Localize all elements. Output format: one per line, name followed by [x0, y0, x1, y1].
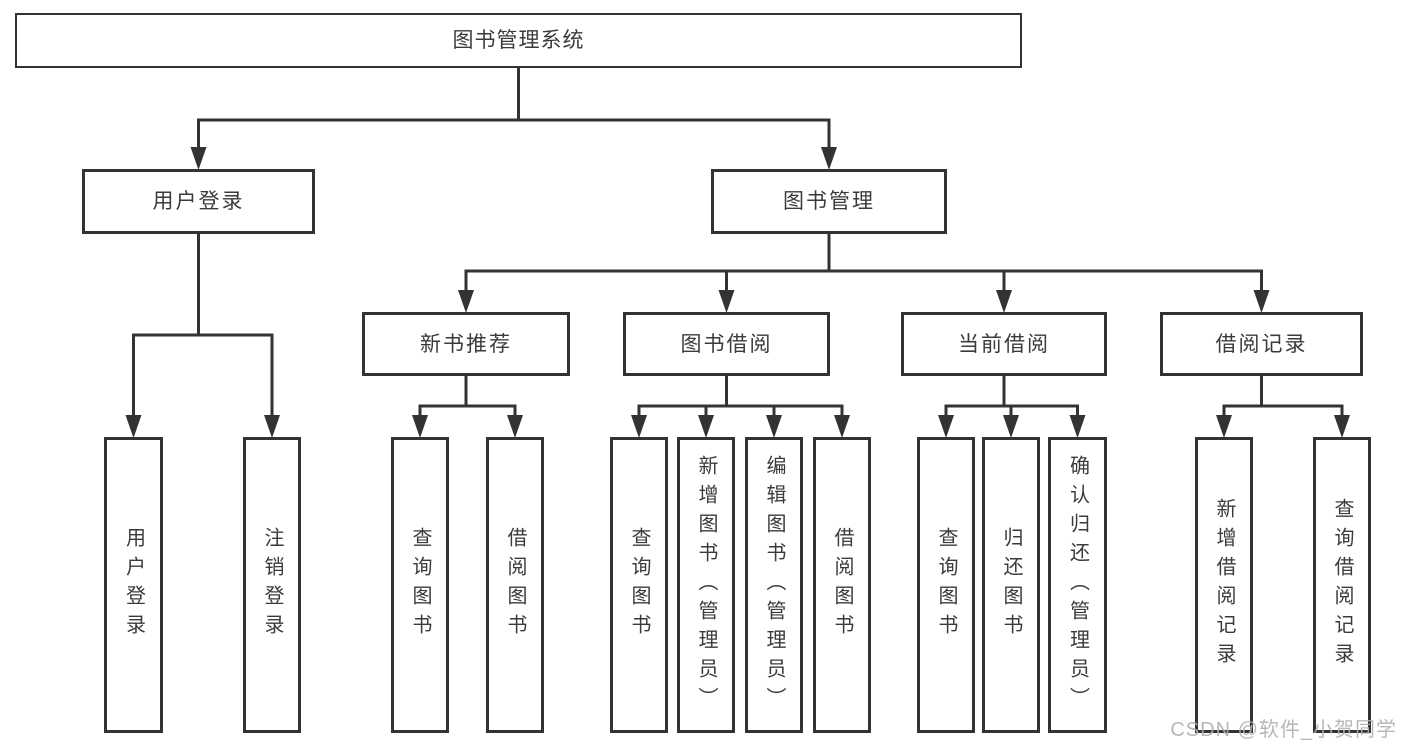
arrowhead-hist-query — [1334, 415, 1350, 438]
arrowhead-hist-add — [1216, 415, 1232, 438]
node-login: 用户登录 — [104, 437, 163, 733]
arrowhead-cur-confirm — [1069, 415, 1086, 438]
node-cur-return: 归还图书 — [982, 437, 1040, 733]
arrowhead-bor-add — [698, 415, 714, 438]
node-bor-query: 查询图书 — [610, 437, 668, 733]
node-logout: 注销登录 — [243, 437, 301, 733]
arrowhead-rec-query — [412, 415, 428, 438]
arrowhead-rec-borrow — [507, 415, 523, 438]
arrowhead-book-mgmt — [821, 147, 837, 170]
arrowhead-new-book-rec — [458, 290, 474, 313]
node-user-login: 用户登录 — [82, 169, 315, 234]
arrowhead-login — [125, 415, 142, 438]
node-book-borrow: 图书借阅 — [623, 312, 830, 376]
arrowhead-cur-query — [938, 415, 954, 438]
node-new-book-rec: 新书推荐 — [362, 312, 570, 376]
arrowhead-borrow-record — [1253, 290, 1270, 313]
arrowhead-cur-return — [1003, 415, 1019, 438]
node-cur-confirm: 确认归还（管理员） — [1048, 437, 1107, 733]
watermark-text: CSDN @软件_小贺同学 — [1170, 719, 1397, 741]
node-cur-query: 查询图书 — [917, 437, 975, 733]
arrowhead-bor-borrow — [834, 415, 850, 438]
node-bor-edit: 编辑图书（管理员） — [745, 437, 803, 733]
node-book-mgmt: 图书管理 — [711, 169, 947, 234]
node-rec-query: 查询图书 — [391, 437, 449, 733]
arrowhead-bor-edit — [766, 415, 782, 438]
arrowhead-current-borrow — [996, 290, 1012, 313]
node-bor-borrow: 借阅图书 — [813, 437, 871, 733]
arrowhead-logout — [264, 415, 280, 438]
arrowhead-user-login — [190, 147, 207, 170]
node-hist-add: 新增借阅记录 — [1195, 437, 1253, 733]
arrowhead-bor-query — [631, 415, 647, 438]
arrowhead-book-borrow — [718, 290, 735, 313]
node-bor-add: 新增图书（管理员） — [677, 437, 735, 733]
node-hist-query: 查询借阅记录 — [1313, 437, 1371, 733]
node-rec-borrow: 借阅图书 — [486, 437, 544, 733]
node-current-borrow: 当前借阅 — [901, 312, 1107, 376]
node-root: 图书管理系统 — [15, 13, 1022, 68]
node-borrow-record: 借阅记录 — [1160, 312, 1363, 376]
